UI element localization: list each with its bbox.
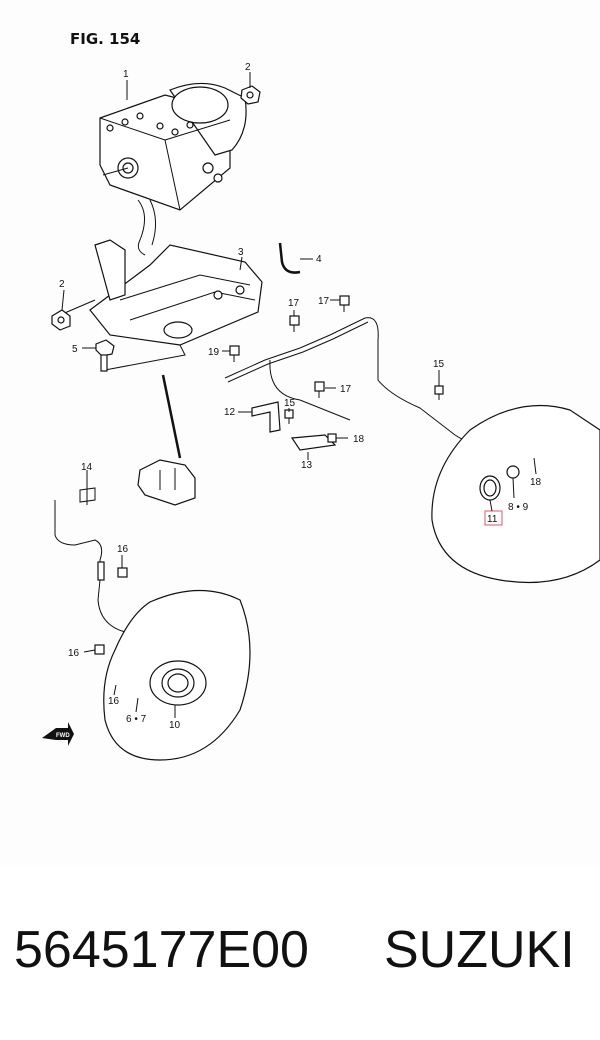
callout-13: 13: [301, 460, 313, 471]
callout-4: 4: [316, 254, 322, 265]
bolt-part-19: [229, 345, 240, 362]
bolt-part-15-b: [434, 385, 444, 400]
parts-diagram: FIG. 154: [42, 30, 600, 761]
part-number: 5645177E00: [14, 921, 309, 979]
callout-19: 19: [208, 347, 220, 358]
abs-bracket: [59, 239, 263, 371]
bolt-part-18-a: [327, 433, 337, 443]
bolt-part-17-a: [289, 315, 300, 332]
callout-17-c: 17: [340, 384, 352, 395]
callout-8-9: 8 • 9: [508, 502, 529, 513]
callout-1: 1: [123, 69, 129, 80]
bracket-part-12: [251, 401, 281, 433]
front-brake-drum: [103, 589, 251, 761]
bolt-part-17-c: [314, 381, 325, 398]
callout-12: 12: [224, 407, 236, 418]
forward-arrow-icon: [42, 722, 74, 746]
callout-5: 5: [72, 344, 78, 355]
rubber-mount: [137, 459, 196, 506]
callout-11: 11: [487, 514, 498, 525]
callout-18-center: 18: [353, 434, 365, 445]
bolt-part-5: [95, 339, 115, 372]
callout-10: 10: [169, 720, 181, 731]
bolt-part-17-b: [339, 295, 350, 312]
callout-16-upper: 16: [117, 544, 129, 555]
callout-2-top: 2: [245, 62, 251, 73]
abs-hydraulic-unit: [99, 82, 247, 256]
callout-2-left: 2: [59, 279, 65, 290]
nut-part-2-top: [240, 85, 261, 105]
nut-part-2-left: [51, 309, 71, 331]
callout-17-a: 17: [288, 298, 300, 309]
callout-18-right: 18: [530, 477, 542, 488]
callout-16-middle: 16: [68, 648, 80, 659]
callout-15-right: 15: [433, 359, 445, 370]
bracket-part-13: [290, 434, 337, 451]
leader-lines: [61, 72, 537, 718]
callout-17-b: 17: [318, 296, 330, 307]
callout-15-center: 15: [284, 398, 296, 409]
rear-brake-drum: [431, 404, 600, 584]
part-11-highlight-box: [484, 510, 503, 526]
callout-16-lower: 16: [108, 696, 120, 707]
figure-title: FIG. 154: [70, 30, 141, 48]
fwd-label: FWD: [56, 733, 70, 739]
hose-part-4: [278, 242, 301, 274]
callout-14: 14: [81, 462, 93, 473]
product-caption: [0, 865, 600, 1040]
callout-6-7: 6 • 7: [126, 714, 147, 725]
exploded-view-drawing: 1 2 3 4 2 5 17 17 19 15 17 12 15 18 13 1…: [42, 62, 600, 761]
callout-3: 3: [238, 247, 244, 258]
bolt-part-15-a: [284, 409, 294, 424]
brand-name: SUZUKI: [384, 921, 575, 979]
